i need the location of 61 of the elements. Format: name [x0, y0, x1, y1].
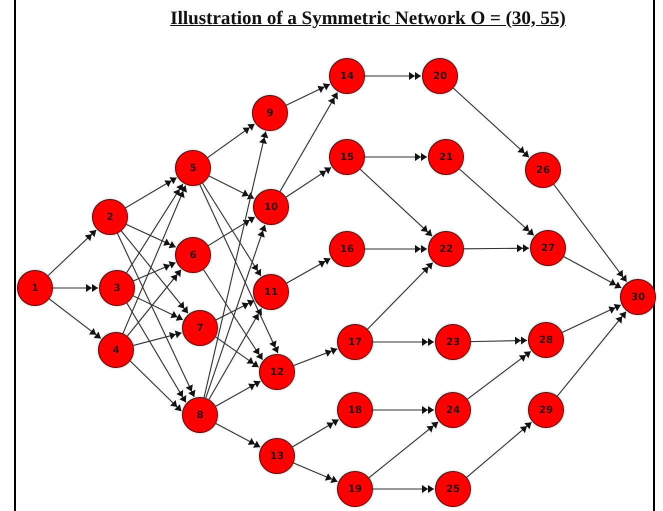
network-node — [337, 471, 373, 507]
node-number: 18 — [348, 404, 362, 416]
network-node — [259, 354, 295, 390]
node-number: 23 — [446, 336, 460, 348]
node-number: 4 — [112, 344, 120, 356]
node-number: 12 — [270, 366, 284, 378]
node-number: 2 — [106, 212, 114, 222]
network-node — [182, 310, 218, 346]
node-number: 28 — [539, 334, 553, 346]
network-node — [422, 58, 458, 94]
node-number: 20 — [433, 70, 447, 82]
network-node — [175, 237, 211, 273]
node-number: 3 — [114, 282, 120, 294]
node-number: 13 — [270, 450, 284, 462]
network-node — [253, 274, 289, 310]
network-node — [182, 397, 218, 433]
network-node — [528, 392, 564, 428]
network-node — [252, 95, 288, 131]
node-number: 1 — [32, 282, 38, 294]
node-number: 14 — [340, 70, 354, 82]
network-node — [329, 139, 365, 175]
network-node — [528, 322, 564, 358]
node-number: 9 — [266, 108, 274, 118]
network-node — [99, 270, 135, 306]
network-node — [530, 230, 566, 266]
diagram-title: Illustration of a Symmetric Network O = (30, 55) — [169, 8, 567, 30]
node-number: 11 — [264, 286, 278, 298]
node-number: 8 — [196, 410, 204, 420]
network-node — [259, 438, 295, 474]
node-number: 26 — [536, 164, 550, 176]
node-number: 27 — [541, 242, 555, 254]
network-node — [435, 471, 471, 507]
network-node — [525, 152, 561, 188]
node-number: 19 — [348, 484, 362, 494]
network-node — [98, 332, 134, 368]
node-number: 6 — [190, 250, 196, 260]
network-node — [329, 58, 365, 94]
node-number: 22 — [439, 244, 453, 254]
node-number: 10 — [264, 202, 278, 212]
node-number: 7 — [196, 322, 204, 334]
node-number: 30 — [631, 292, 645, 302]
node-number: 29 — [539, 404, 553, 416]
network-node — [337, 324, 373, 360]
node-number: 25 — [446, 484, 460, 494]
node-number: 16 — [340, 244, 354, 254]
network-node — [17, 270, 53, 306]
network-node — [428, 231, 464, 267]
network-node — [435, 324, 471, 360]
network-node — [175, 150, 211, 186]
network-node — [428, 139, 464, 175]
network-node — [337, 392, 373, 428]
network-node — [92, 199, 128, 235]
node-number: 15 — [340, 152, 354, 162]
node-number: 24 — [446, 404, 460, 416]
network-node — [329, 231, 365, 267]
node-number: 17 — [348, 336, 362, 348]
network-node — [620, 279, 656, 315]
node-number: 21 — [439, 152, 453, 162]
network-node — [253, 189, 289, 225]
network-node — [435, 392, 471, 428]
node-number: 5 — [190, 162, 196, 174]
